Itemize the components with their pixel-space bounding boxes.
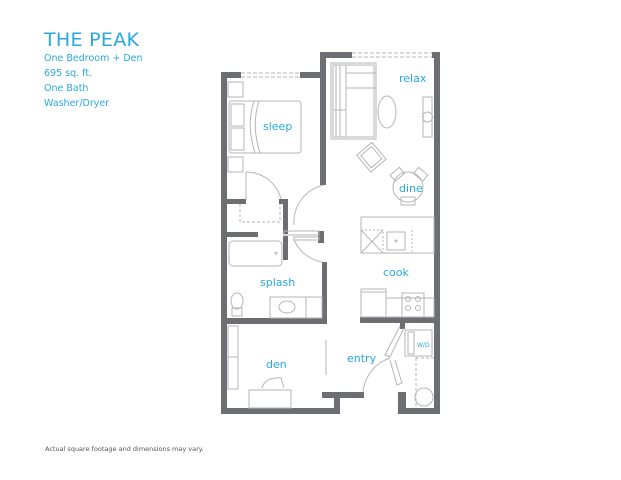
unit-info: THE PEAK One Bedroom + Den 695 sq. ft. O… — [44, 29, 143, 111]
room-label-den: den — [266, 358, 287, 371]
unit-bath: One Bath — [44, 83, 89, 94]
room-label-relax: relax — [399, 72, 427, 85]
room-label-entry: entry — [347, 352, 377, 365]
unit-area: 695 sq. ft. — [44, 68, 93, 79]
unit-laundry: Washer/Dryer — [44, 98, 110, 109]
room-labels: relax sleep dine cook splash den entry W… — [260, 72, 430, 371]
room-label-sleep: sleep — [263, 120, 292, 133]
room-label-cook: cook — [383, 266, 410, 279]
disclaimer: Actual square footage and dimensions may… — [45, 445, 204, 453]
washer-dryer-label: W/D — [417, 342, 430, 349]
room-label-dine: dine — [399, 182, 423, 195]
unit-type: One Bedroom + Den — [44, 53, 143, 64]
room-label-splash: splash — [260, 276, 295, 289]
fixtures — [227, 52, 435, 409]
walls — [221, 52, 440, 414]
unit-name: THE PEAK — [44, 29, 140, 51]
